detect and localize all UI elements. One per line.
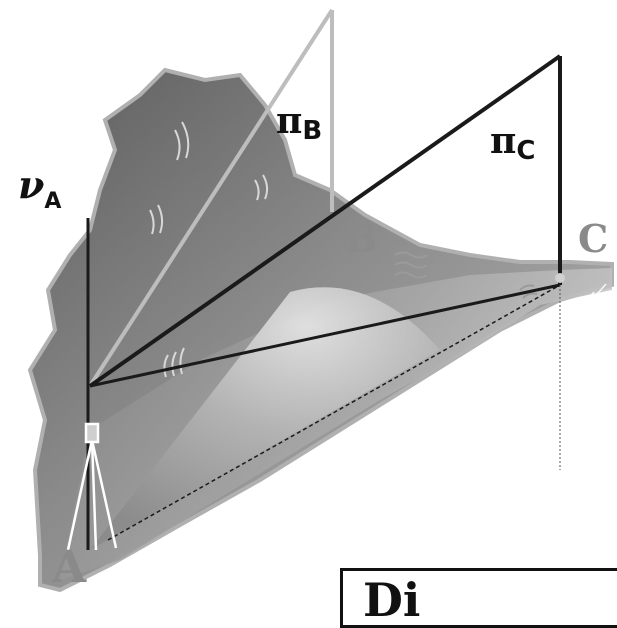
sight-cone [90,287,440,550]
plane-pi-c [88,54,562,388]
label-v-a: νA [18,162,61,214]
tripod-icon [66,422,118,551]
label-v-a-sub: A [44,189,62,214]
label-pi-b-sub: B [302,116,323,146]
label-point-a: A [52,542,87,593]
contour-marks [149,121,269,378]
text-box-content: Di [363,573,421,627]
label-pi-c-sub: C [516,136,536,166]
point-c-marker [555,273,565,283]
label-v-a-main: ν [18,162,45,207]
text-box: Di [340,568,617,628]
water-marks [394,251,538,299]
slope-surface [60,268,612,580]
terrain-diagram [27,8,614,613]
label-point-c: C [578,216,609,261]
plane-pi-b [88,8,334,388]
sight-line-ac [107,284,561,541]
label-pi-c: πC [490,120,535,166]
label-pi-c-main: π [490,120,517,162]
label-pi-b-main: π [276,100,303,142]
diagram-canvas: νA πB πC A B C Di [18,8,617,628]
ground-hatching [61,283,607,613]
label-pi-b: πB [276,100,322,146]
label-point-b: B [345,216,378,261]
